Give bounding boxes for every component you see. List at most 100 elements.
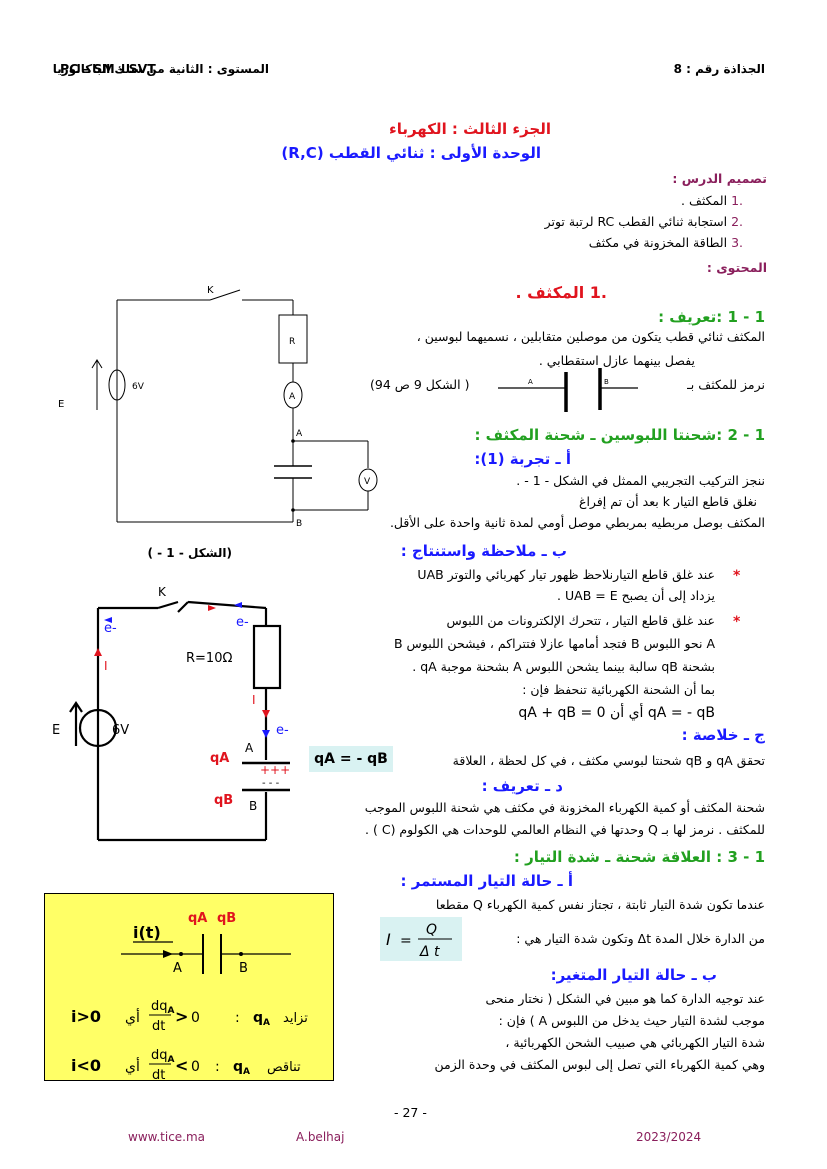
fig2-e-arrow-head	[69, 701, 83, 713]
yb-row2-num: dqA	[151, 1048, 175, 1065]
fig2-electron-arrow-r	[262, 730, 270, 738]
section1-def-ref: (الشكل 9 ص 94 )	[370, 377, 470, 392]
capacitor-symbol: A B	[498, 368, 638, 412]
yb-row2-zero: 0	[191, 1059, 200, 1075]
section1-def-line-3: نرمز للمكثف بـ	[687, 377, 765, 392]
yb-qb-label: qB	[217, 911, 236, 926]
fig2-plus-signs: +++	[260, 763, 290, 777]
fig1-source-label: 6V	[132, 382, 145, 392]
section2-exp-line-1: ننجز التركيب التجريبي الممثل في الشكل - …	[516, 473, 765, 488]
fig2-current-arrow-top	[208, 605, 216, 611]
symbol-b-label: B	[604, 378, 609, 386]
yellowbox-svg: i(t) qA qB A B i>0 أي dqA dt > 0 : qA تز…	[71, 911, 308, 1083]
yb-row1-result: تزايد	[283, 1011, 308, 1026]
fig2-qb-label: qB	[214, 793, 233, 808]
obs2-line-2: A نحو اللبوس B فتجد أمامها عازلا فتتراكم…	[394, 636, 715, 651]
fig2-switch-left	[157, 600, 179, 610]
section2-def2-title: د ـ تعريف :	[481, 777, 563, 795]
yb-row2-colon: :	[215, 1059, 220, 1075]
yb-b-label: B	[239, 961, 248, 976]
fig1-node-b-dot	[291, 508, 295, 512]
yb-row1-zero: 0	[191, 1010, 200, 1026]
figure-1-circuit: K R A V E 6V A B	[58, 285, 378, 529]
fig2-current-arrow-r	[262, 710, 270, 718]
fig1-node-a-dot	[291, 439, 295, 443]
section3-var-title: ب ـ حالة التيار المتغير:	[550, 966, 717, 984]
obs1-line-1: عند غلق قاطع التيارنلاحظ ظهور تيار كهربا…	[417, 567, 715, 582]
section3-dc-title: أ ـ حالة التيار المستمر :	[400, 872, 573, 890]
header-level: المستوى : الثانية من سلك الباكالوريا	[52, 62, 269, 76]
yb-row2-ay: أي	[125, 1057, 140, 1075]
header-streams: PC – SM - SVT	[60, 61, 156, 76]
fig1-node-b-label: B	[296, 519, 302, 529]
content-heading: المحتوى :	[706, 260, 767, 275]
section3-var-line-4: وهي كمية الكهرباء التي تصل إلى لبوس المك…	[434, 1057, 765, 1072]
part-title: الجزء الثالث : الكهرباء	[389, 120, 551, 138]
yb-a-label: A	[173, 961, 182, 976]
bullet-1-icon: *	[733, 568, 741, 584]
section1-def-line-1: المكثف ثنائي قطب يتكون من موصلين متقابلي…	[416, 329, 765, 344]
yb-node-a	[179, 952, 183, 956]
section2-exp-title: أ ـ تجربة (1):	[474, 450, 571, 468]
section2-def2-line-2: للمكثف . نرمز لها بـ Q وحدتها في النظام …	[365, 822, 765, 837]
section2-exp-line-3: المكثف بوصل مربطيه بمربطي موصل أومي لمدة…	[389, 515, 765, 530]
yb-row2-cond: i<0	[71, 1056, 101, 1075]
fig2-current-right: I	[252, 693, 256, 707]
section2-summary-title: ج ـ خلاصة :	[681, 726, 765, 744]
obs2-line-4: بما أن الشحنة الكهربائية تنحفظ فإن :	[522, 682, 715, 697]
yb-row2-qa: qA	[233, 1059, 250, 1077]
header-sheet: الجذاذة رقم : 8	[673, 62, 765, 76]
unit-title: الوحدة الأولى : ثنائي القطب (R,C)	[281, 144, 541, 162]
fig1-r-label: R	[289, 337, 295, 347]
fig1-k-label: K	[207, 285, 214, 296]
fig2-source-label: 6V	[112, 723, 129, 738]
plan-item-1: .1 المكثف .	[681, 193, 743, 208]
section2-summary-text: تحقق qA و qB شحنتا لبوسي مكثف ، في كل لح…	[452, 753, 765, 768]
section3-var-line-2: موجب لشدة التيار حيث يدخل من اللبوس A ) …	[498, 1013, 765, 1028]
formula-q: Q	[426, 922, 437, 938]
obs2-line-1: عند غلق قاطع التيار ، تتحرك الإلكترونات …	[446, 613, 715, 628]
fig1-node-a-label: A	[296, 429, 303, 439]
yb-row1-colon: :	[235, 1010, 240, 1026]
section3-dc-line-2: من الدارة خلال المدة Δt وتكون شدة التيار…	[516, 931, 765, 946]
fig2-resistor	[252, 624, 282, 690]
formula-eq: =	[400, 933, 412, 949]
figure-1-caption: (الشكل - 1 - )	[147, 546, 232, 560]
footer-site: www.tice.ma	[128, 1130, 206, 1144]
yb-row1-qa: qA	[253, 1010, 270, 1028]
section3-var-line-3: شدة التيار الكهربائي هي صبيب الشحن الكهر…	[505, 1035, 765, 1050]
fig2-plate-b-label: B	[249, 799, 257, 813]
section1-def-title: 1 - 1 :تعريف :	[658, 308, 765, 326]
formula-svg: I = Q Δ t	[386, 922, 452, 960]
fig2-electron-top: e-	[236, 615, 249, 630]
fig1-e-arrow-head	[91, 359, 103, 369]
fig1-ammeter-label: A	[289, 392, 296, 402]
fig2-electron-arrow-left	[104, 617, 112, 623]
yb-row1-num: dqA	[151, 999, 175, 1016]
fig1-source	[108, 369, 126, 401]
section2-title: 1 - 2 :شحنتا اللبوسين ـ شحنة المكثف :	[474, 426, 765, 444]
yb-row1-den: dt	[152, 1019, 165, 1034]
fig2-electron-left: e-	[104, 621, 117, 636]
fig2-current-arrow-left	[94, 648, 102, 656]
fig2-qa-label: qA	[210, 751, 229, 766]
section2-exp-line-2: نغلق قاطع التيار k بعد أن تم إفراغ	[578, 494, 757, 509]
yb-row1-gt: >	[175, 1007, 188, 1026]
fig2-e-label: E	[52, 723, 60, 738]
fig2-wire-top-right	[187, 600, 267, 610]
yb-row2-lt: <	[175, 1056, 188, 1075]
yb-current-label: i(t)	[133, 923, 161, 942]
obs1-line-2: يزداد إلى أن يصبح UAB = E .	[557, 588, 715, 603]
plan-item-2: .2 استجابة ثنائي القطب RC لرتبة توتر	[544, 214, 743, 229]
fig2-r-label: R=10Ω	[186, 651, 232, 666]
plan-item-3: .3 الطاقة المخزونة في مكثف	[588, 235, 743, 250]
fig1-switch-blade	[209, 289, 241, 301]
charge-current-box: i(t) qA qB A B i>0 أي dqA dt > 0 : qA تز…	[44, 893, 334, 1083]
page-number: - 27 -	[394, 1105, 427, 1120]
yb-row2-result: تناقص	[267, 1060, 301, 1075]
fig1-e-label: E	[58, 399, 64, 410]
fig2-electron-arrow-top	[234, 602, 242, 608]
fig2-electron-right: e-	[276, 723, 289, 738]
section2-obs-title: ب ـ ملاحظة واستنتاج :	[400, 542, 567, 560]
fig2-k-label: K	[158, 585, 167, 599]
